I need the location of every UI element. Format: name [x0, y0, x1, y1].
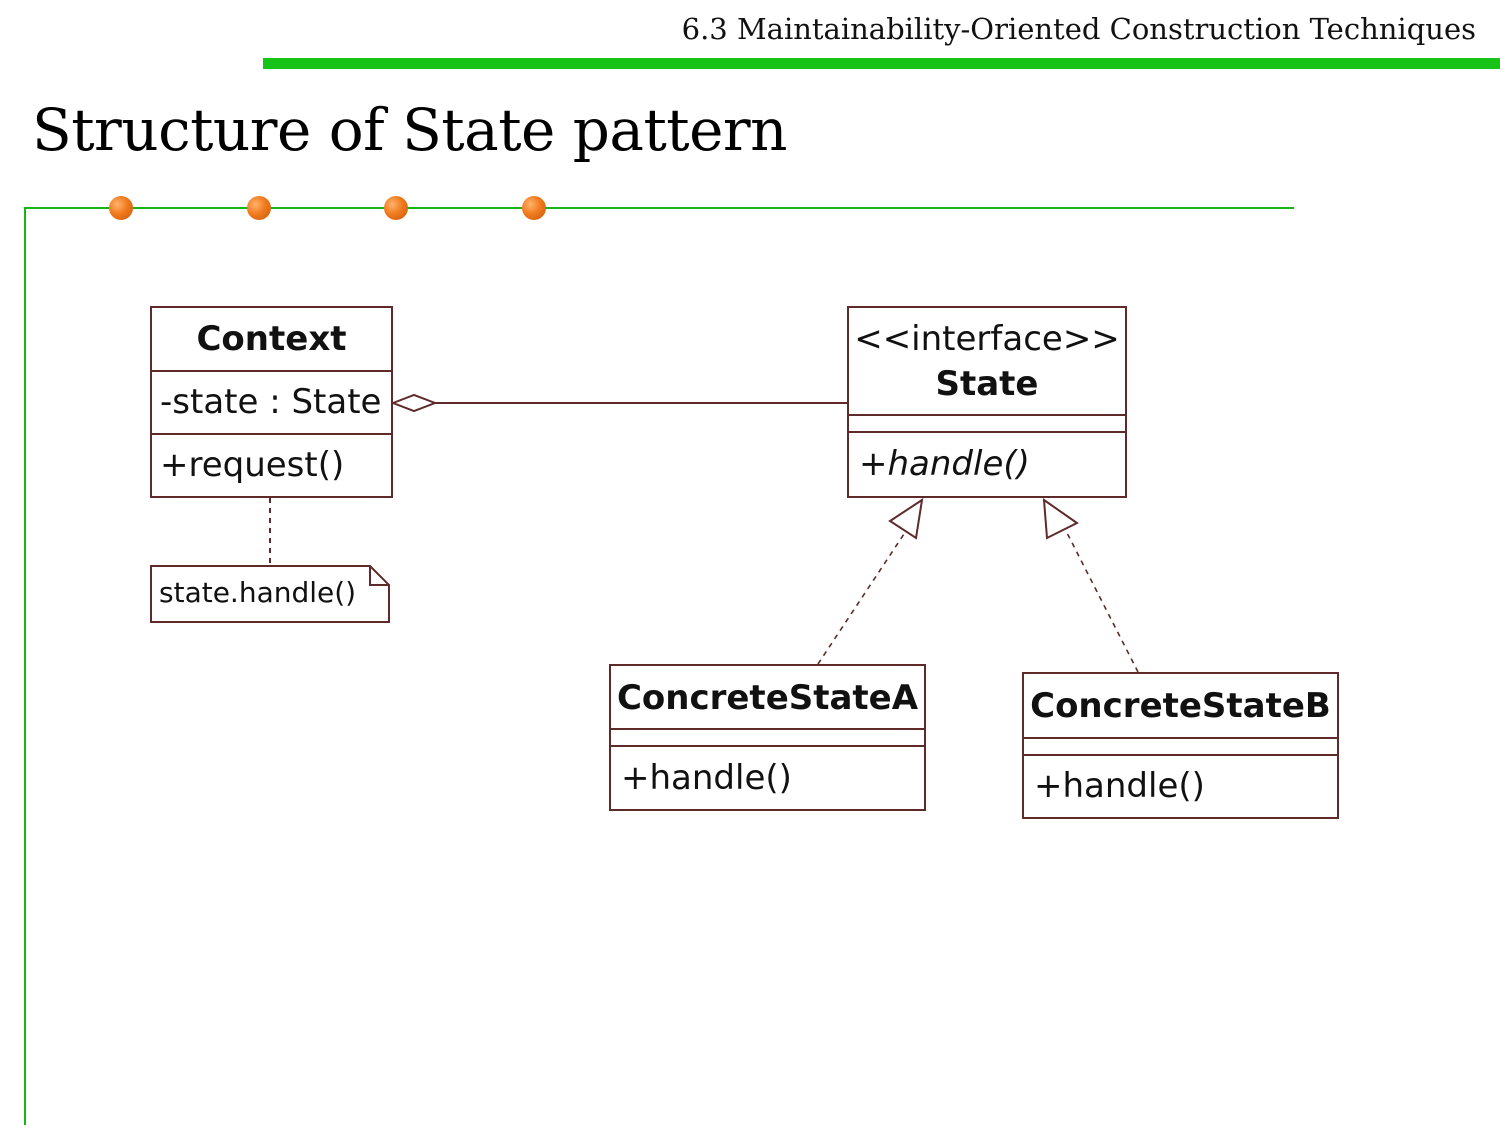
context-attribute: -state : State: [160, 382, 382, 422]
realization-line-b: [1063, 526, 1139, 673]
context-class: Context -state : State +request(): [150, 306, 393, 498]
concrete-state-b-class: ConcreteStateB +handle(): [1022, 672, 1339, 819]
state-operation: +handle(): [859, 444, 1030, 484]
note-shape: [150, 565, 390, 623]
realization-triangle-a-icon: [888, 497, 924, 540]
frame-top-line: [24, 207, 1294, 209]
aggregation-diamond-icon: [390, 393, 438, 413]
section-header: 6.3 Maintainability-Oriented Constructio…: [681, 12, 1476, 46]
bullet-dot-icon: [384, 196, 408, 220]
state-stereotype: <<interface>>: [854, 319, 1120, 359]
note-fold: [369, 566, 389, 586]
bullet-dot-icon: [247, 196, 271, 220]
context-operation: +request(): [160, 445, 345, 485]
note-text: state.handle(): [159, 576, 357, 609]
frame-left-line: [24, 207, 26, 1125]
slide-title: Structure of State pattern: [32, 96, 788, 164]
header-bar: [263, 58, 1500, 69]
bullet-dot-icon: [109, 196, 133, 220]
realization-triangle-b-icon: [1042, 497, 1079, 540]
realization-line-a: [817, 530, 907, 665]
note: state.handle(): [151, 566, 389, 623]
state-interface-name: State: [935, 364, 1039, 404]
concrete-state-a-class: ConcreteStateA +handle(): [609, 664, 926, 811]
concrete-state-b-name: ConcreteStateB: [1030, 686, 1331, 726]
state-interface: <<interface>> State +handle(): [847, 306, 1127, 498]
context-class-name: Context: [196, 319, 347, 359]
bullet-dot-icon: [522, 196, 546, 220]
concrete-state-a-operation: +handle(): [621, 758, 792, 798]
concrete-state-b-operation: +handle(): [1034, 766, 1205, 806]
concrete-state-a-name: ConcreteStateA: [616, 678, 919, 718]
